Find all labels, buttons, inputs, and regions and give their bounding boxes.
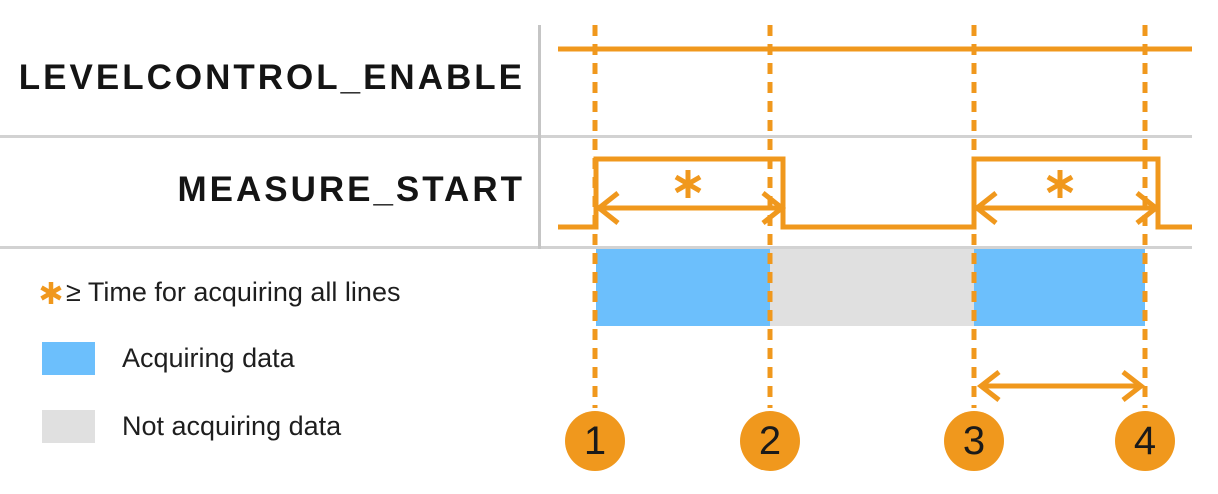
- acquiring-swatch: [42, 342, 95, 375]
- legend-item-acquiring: Acquiring data: [42, 342, 295, 375]
- legend-note: ≥ Time for acquiring all lines: [38, 276, 400, 309]
- legend-item-not-acquiring-label: Not acquiring data: [122, 411, 342, 441]
- event-marker-3-label: 3: [962, 418, 986, 463]
- event-marker-4: 4: [1115, 411, 1175, 471]
- event-marker-2-label: 2: [758, 418, 782, 463]
- asterisk-icon: [674, 170, 702, 198]
- asterisk-icon: [40, 282, 62, 304]
- legend-note-text: ≥ Time for acquiring all lines: [66, 277, 401, 307]
- band-acquiring-2: [974, 249, 1145, 326]
- legend-item-not-acquiring: Not acquiring data: [42, 410, 341, 443]
- label-axis-separator: [538, 25, 541, 249]
- legend-item-acquiring-label: Acquiring data: [122, 343, 295, 373]
- interval-arrow-3-4: [976, 370, 1146, 402]
- pulse-width-arrow-1: [594, 191, 787, 225]
- event-marker-2: 2: [740, 411, 800, 471]
- pulse-width-arrow-2: [972, 191, 1161, 225]
- signal-label-measure-start: MEASURE_START: [177, 170, 525, 209]
- waveform-measure-start: [558, 156, 1192, 230]
- event-dashed-lines: [592, 25, 1148, 408]
- row-divider-1: [0, 135, 1192, 138]
- band-acquiring-1: [596, 249, 770, 326]
- event-marker-3: 3: [944, 411, 1004, 471]
- asterisk-icon: [1046, 170, 1074, 198]
- event-marker-1: 1: [565, 411, 625, 471]
- event-marker-4-label: 4: [1133, 418, 1157, 463]
- signal-label-levelcontrol-enable: LEVELCONTROL_ENABLE: [18, 58, 525, 97]
- band-not-acquiring: [770, 249, 974, 326]
- event-marker-1-label: 1: [583, 418, 607, 463]
- not-acquiring-swatch: [42, 410, 95, 443]
